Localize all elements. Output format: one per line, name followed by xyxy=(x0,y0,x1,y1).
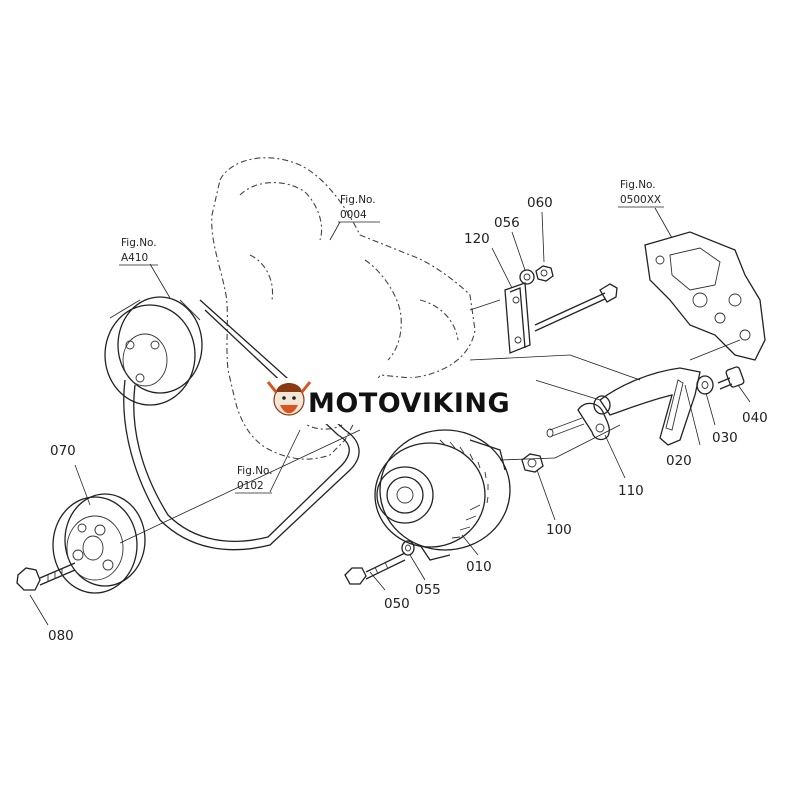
brand-watermark: MOTOVIKING xyxy=(266,378,536,424)
part-label-080: 080 xyxy=(48,628,74,644)
nut-060 xyxy=(535,265,554,282)
part-label-010: 010 xyxy=(466,559,492,575)
svg-text:0102: 0102 xyxy=(237,480,264,492)
fig-ref-a410: Fig.No. A410 xyxy=(119,237,158,266)
part-label-120: 120 xyxy=(464,231,490,247)
washer-030 xyxy=(696,375,714,395)
svg-text:A410: A410 xyxy=(121,252,148,264)
nut-100 xyxy=(521,453,544,473)
part-label-070: 070 xyxy=(50,443,76,459)
part-label-100: 100 xyxy=(546,522,572,538)
bracket-120 xyxy=(504,282,531,354)
svg-text:0500XX: 0500XX xyxy=(620,194,661,206)
part-label-040: 040 xyxy=(742,410,768,426)
svg-text:Fig.No.: Fig.No. xyxy=(237,465,273,477)
part-label-056: 056 xyxy=(494,215,520,231)
part-label-030: 030 xyxy=(712,430,738,446)
alternator-bolt xyxy=(344,552,406,585)
fig-ref-0500xx: Fig.No. 0500XX xyxy=(618,179,664,208)
assembly-lines xyxy=(119,299,741,544)
adjuster-bracket-020 xyxy=(593,367,701,446)
brand-name: MOTOVIKING xyxy=(308,388,510,419)
crank-pulley xyxy=(52,493,146,594)
part-label-110: 110 xyxy=(618,483,644,499)
part-label-050: 050 xyxy=(384,596,410,612)
svg-text:Fig.No.: Fig.No. xyxy=(121,237,157,249)
crank-bolt xyxy=(16,562,76,591)
fig-ref-0004: Fig.No. 0004 xyxy=(338,194,380,223)
alternator xyxy=(374,429,511,561)
fig-ref-0102: Fig.No. 0102 xyxy=(235,465,273,494)
washer-055 xyxy=(401,540,415,556)
part-label-020: 020 xyxy=(666,453,692,469)
housing-0500xx xyxy=(644,231,766,361)
svg-text:Fig.No.: Fig.No. xyxy=(620,179,656,191)
long-bolt xyxy=(534,283,618,332)
v-belt xyxy=(123,299,360,551)
part-label-060: 060 xyxy=(527,195,553,211)
part-label-055: 055 xyxy=(415,582,441,598)
small-bolt xyxy=(546,417,585,438)
clamp-110 xyxy=(577,402,610,441)
viking-mascot-logo xyxy=(266,381,312,416)
leader-lines xyxy=(29,207,751,626)
washer-056 xyxy=(519,269,535,285)
bolt-040 xyxy=(717,366,745,390)
water-pump-pulley xyxy=(104,296,203,406)
svg-text:0004: 0004 xyxy=(340,209,367,221)
svg-text:Fig.No.: Fig.No. xyxy=(340,194,376,206)
